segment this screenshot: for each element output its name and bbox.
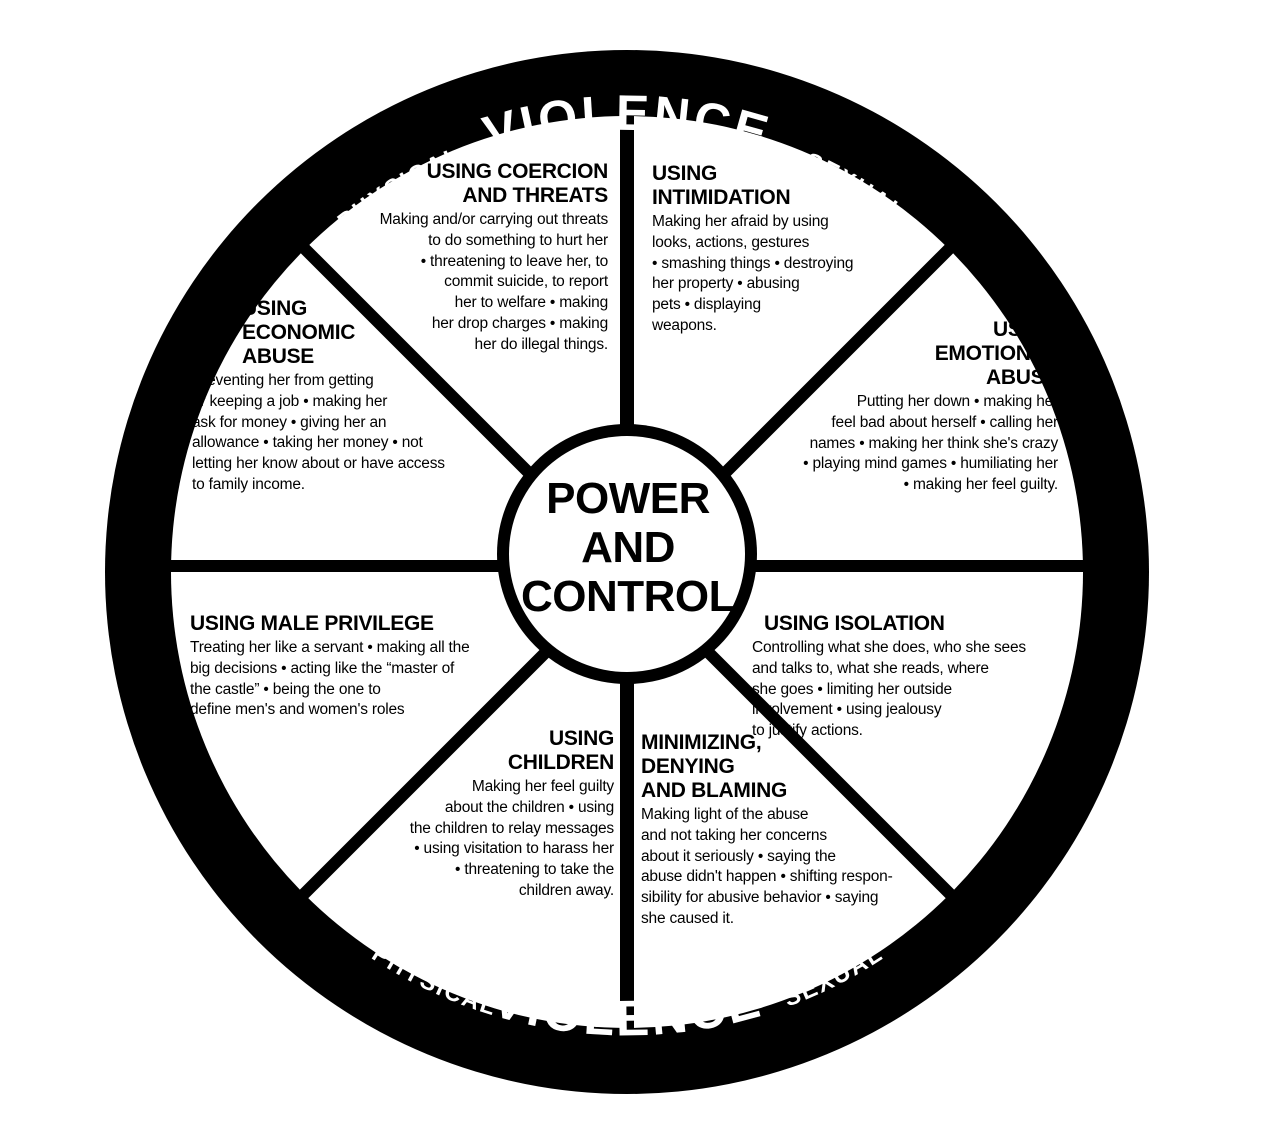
segment-coercion: USING COERCION AND THREATS Making and/or… — [330, 160, 609, 356]
segment-coercion-body: Making and/or carrying out threats to do… — [379, 211, 609, 353]
hub-label: POWER AND CONTROL — [520, 474, 736, 621]
segment-minimizing-body: Making light of the abuse and not taking… — [641, 806, 893, 927]
segment-isolation: USING ISOLATION Controlling what she doe… — [752, 612, 1062, 742]
segment-children-title: USING CHILDREN — [507, 727, 614, 774]
segment-male-privilege-title: USING MALE PRIVILEGE — [190, 612, 434, 635]
segment-intimidation-body: Making her afraid by using looks, action… — [652, 213, 854, 334]
segment-minimizing-title: MINIMIZING, DENYING AND BLAMING — [641, 731, 788, 802]
segment-emotional-title: USING EMOTIONAL ABUSE — [934, 318, 1059, 389]
segment-isolation-title: USING ISOLATION — [764, 612, 945, 635]
segment-economic-title: USING ECONOMIC ABUSE — [242, 297, 356, 368]
segment-minimizing: MINIMIZING, DENYING AND BLAMING Making l… — [641, 731, 941, 930]
segment-isolation-body: Controlling what she does, who she sees … — [752, 639, 1026, 740]
segment-intimidation: USING INTIMIDATION Making her afraid by … — [652, 162, 912, 337]
segment-economic-body: Preventing her from getting or keeping a… — [192, 372, 445, 493]
segment-children-body: Making her feel guilty about the childre… — [409, 778, 614, 899]
segment-male-privilege: USING MALE PRIVILEGE Treating her like a… — [190, 612, 500, 721]
segment-coercion-title: USING COERCION AND THREATS — [426, 160, 609, 207]
segment-emotional-body: Putting her down • making her feel bad a… — [803, 393, 1058, 494]
segment-children: USING CHILDREN Making her feel guilty ab… — [374, 727, 615, 902]
hub — [509, 436, 745, 672]
segment-male-privilege-body: Treating her like a servant • making all… — [190, 639, 470, 719]
segment-emotional: USING EMOTIONAL ABUSE Putting her down •… — [750, 318, 1058, 496]
segment-intimidation-title: USING INTIMIDATION — [652, 162, 791, 209]
segment-economic: USING ECONOMIC ABUSE Preventing her from… — [192, 297, 492, 496]
